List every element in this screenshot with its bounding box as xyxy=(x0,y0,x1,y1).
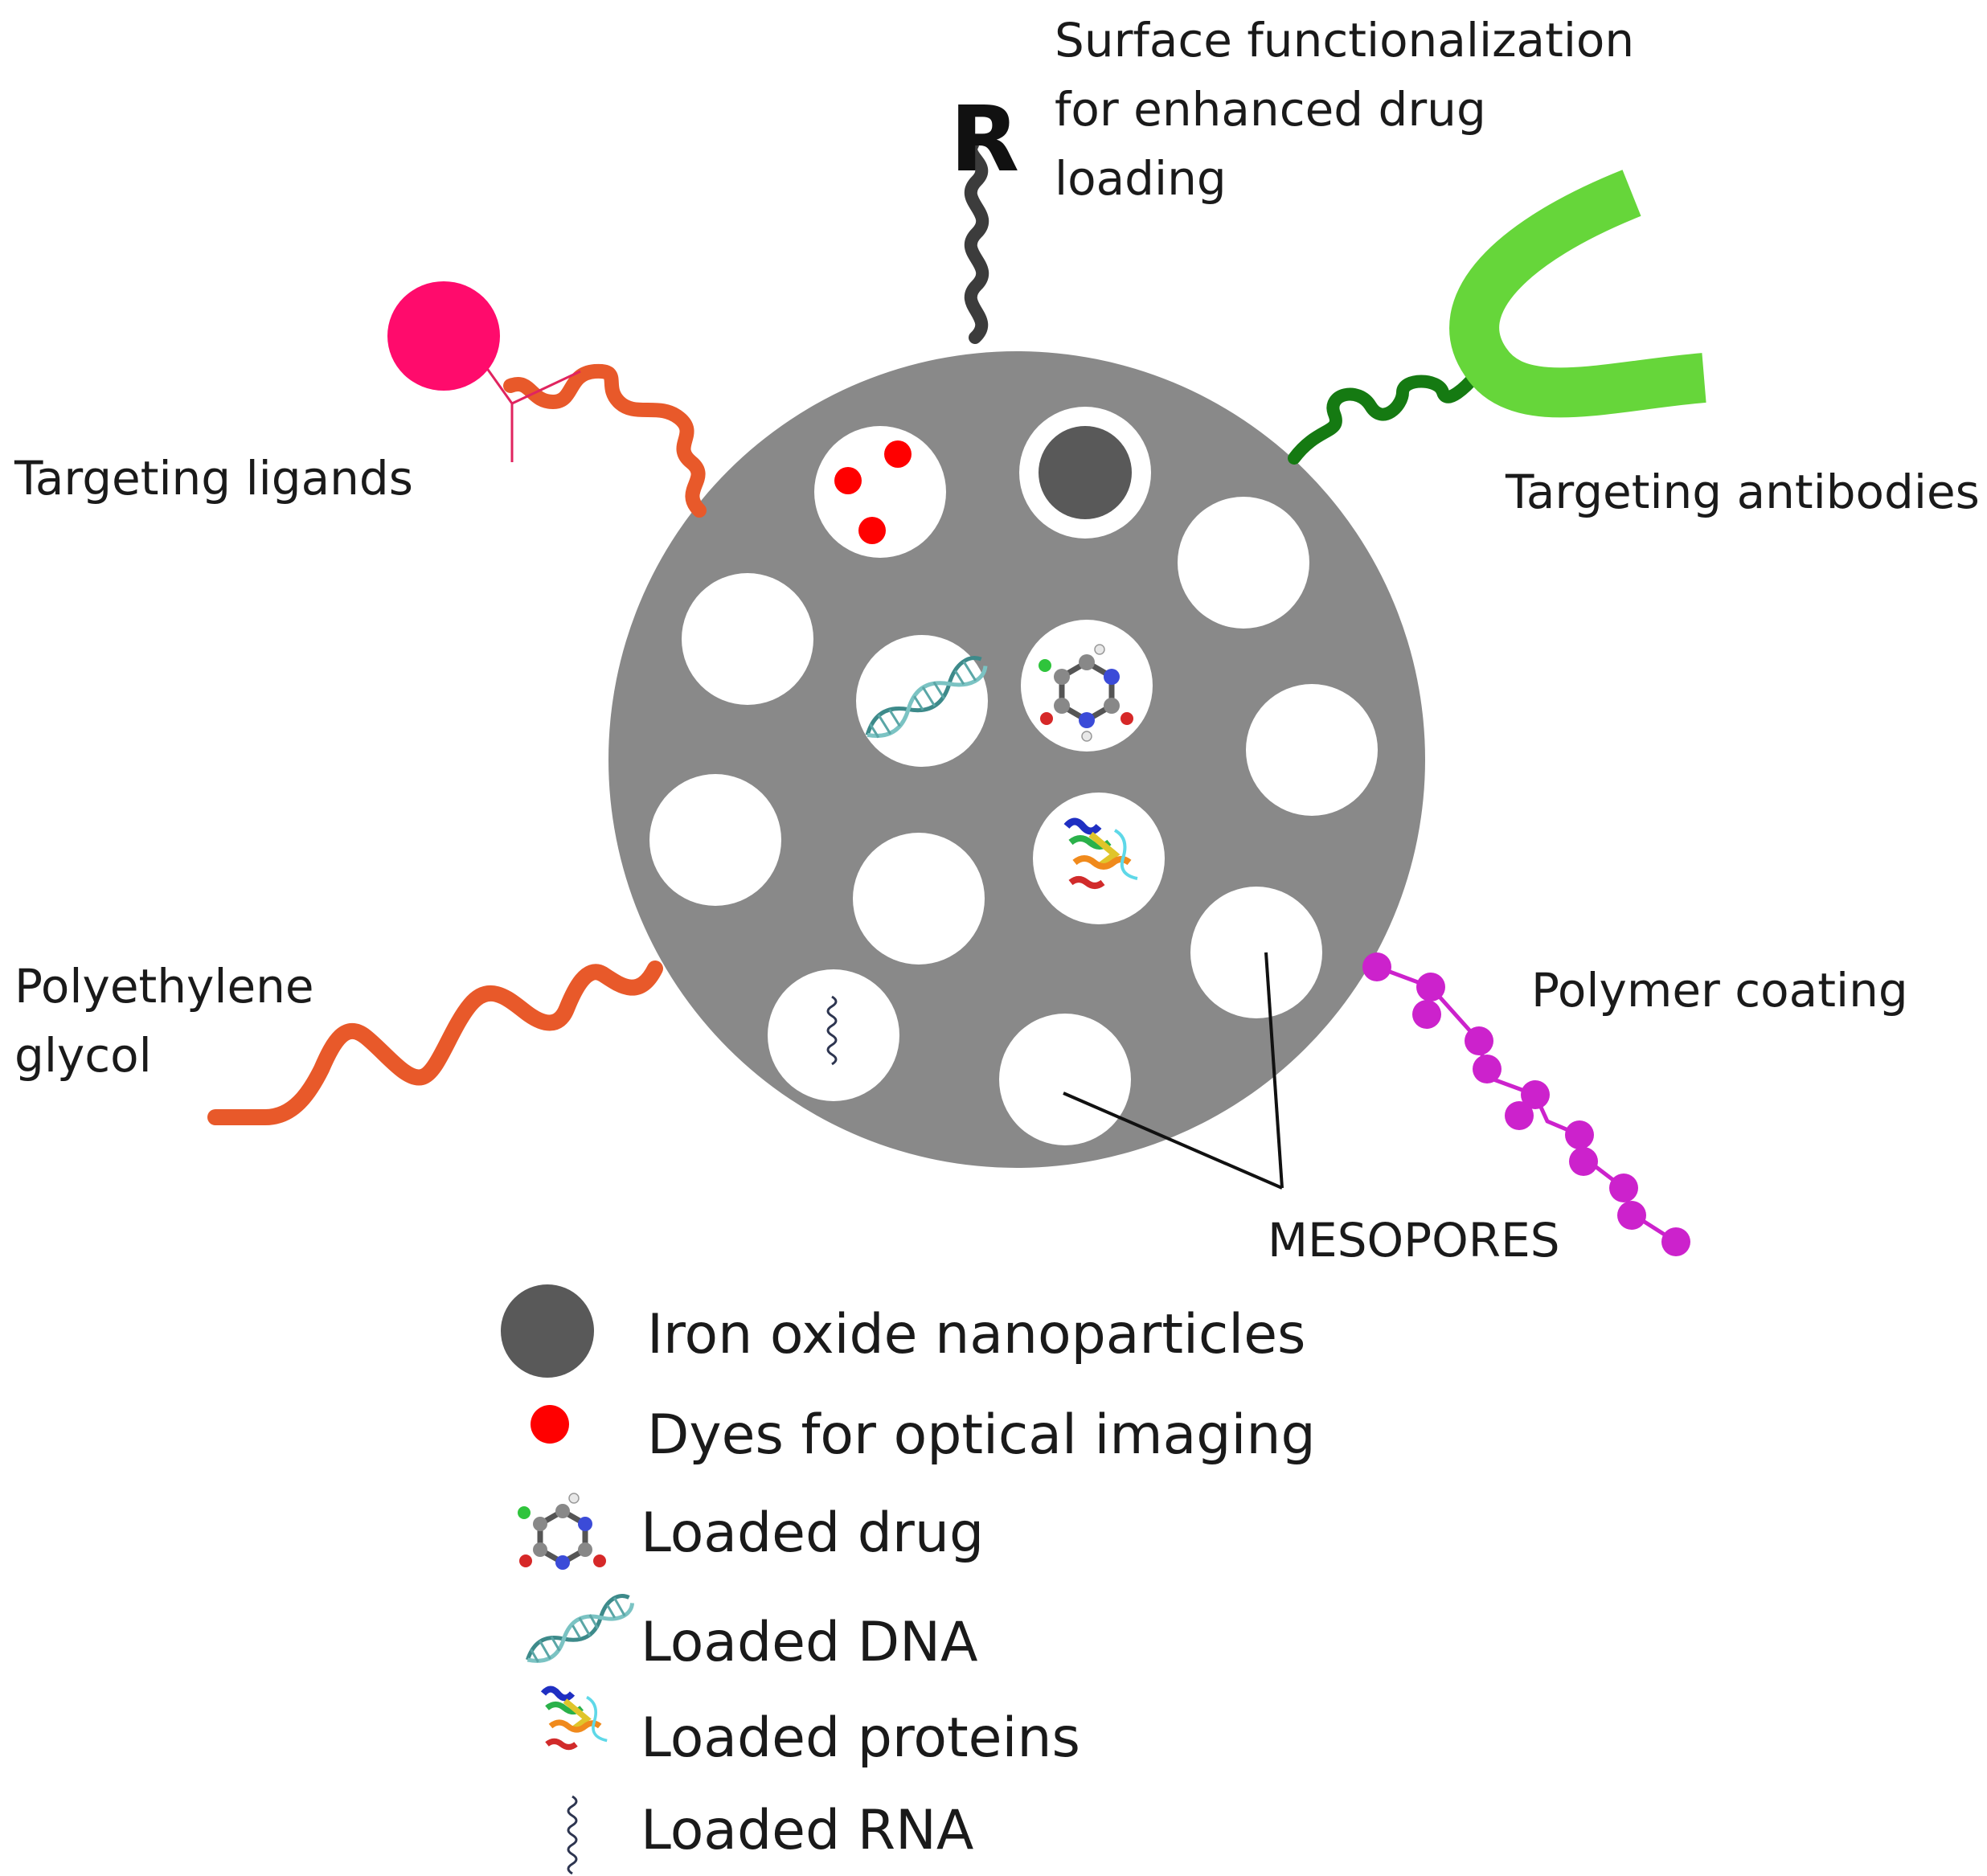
dye-dots xyxy=(834,440,912,544)
targeting-antibodies-label: Targeting antibodies xyxy=(1505,465,1980,519)
pore-dyes xyxy=(814,426,946,558)
polymer-coating-label: Polymer coating xyxy=(1531,963,1908,1018)
ligand-linker xyxy=(503,363,707,518)
r-group-label: R xyxy=(950,88,1019,192)
pore-drug xyxy=(1021,620,1153,752)
targeting-ligands-label: Targeting ligands xyxy=(14,451,413,506)
ligand-connector xyxy=(481,361,581,462)
legend-label: Loaded RNA xyxy=(641,1799,973,1862)
dna-helix-in-pore xyxy=(865,656,988,739)
pore-empty xyxy=(682,573,813,705)
dye-dot xyxy=(858,517,886,544)
dye-dot xyxy=(834,467,862,494)
r-group-linker xyxy=(964,138,989,344)
pore-empty xyxy=(999,1014,1131,1145)
targeting-ligand-head xyxy=(387,281,500,391)
legend-label: Loaded proteins xyxy=(641,1706,1080,1770)
legend-label: Loaded drug xyxy=(641,1501,984,1565)
iron-oxide-nanoparticle xyxy=(1039,426,1132,519)
legend: Iron oxide nanoparticles Dyes for optica… xyxy=(501,1284,1316,1875)
pore-empty xyxy=(853,833,985,965)
peg-chain xyxy=(207,961,663,1125)
rna-strand-icon xyxy=(567,1795,578,1875)
mesopores-group xyxy=(649,407,1378,1145)
surface-functionalization-label: Surface functionalization for enhanced d… xyxy=(1055,13,1649,206)
pore-empty xyxy=(1190,887,1322,1018)
mesopores-label: MESOPORES xyxy=(1268,1213,1560,1268)
dye-dot xyxy=(884,440,912,468)
mesopores-pointer xyxy=(1063,952,1284,1190)
legend-label: Dyes for optical imaging xyxy=(647,1403,1316,1467)
protein-icon xyxy=(540,1686,608,1751)
pore-empty xyxy=(1246,684,1378,816)
antibody-linker xyxy=(1288,370,1481,465)
dye-dot-icon xyxy=(531,1405,569,1444)
rna-in-pore xyxy=(826,995,838,1066)
dna-helix-icon xyxy=(526,1594,635,1663)
iron-oxide-icon xyxy=(501,1284,594,1378)
pore-empty xyxy=(649,774,781,906)
pore-dna xyxy=(856,635,988,767)
protein-in-pore xyxy=(1063,817,1138,889)
polymer-coating-chain xyxy=(1362,952,1690,1256)
targeting-antibody xyxy=(1449,170,1706,418)
drug-molecule-icon xyxy=(518,1493,606,1570)
pore-protein xyxy=(1033,793,1165,924)
polyethylene-glycol-label: Polyethylene glycol xyxy=(14,959,329,1083)
pore-empty xyxy=(1178,497,1309,629)
legend-label: Iron oxide nanoparticles xyxy=(647,1303,1305,1366)
legend-label: Loaded DNA xyxy=(641,1611,978,1674)
drug-molecule-in-pore xyxy=(1039,644,1133,742)
